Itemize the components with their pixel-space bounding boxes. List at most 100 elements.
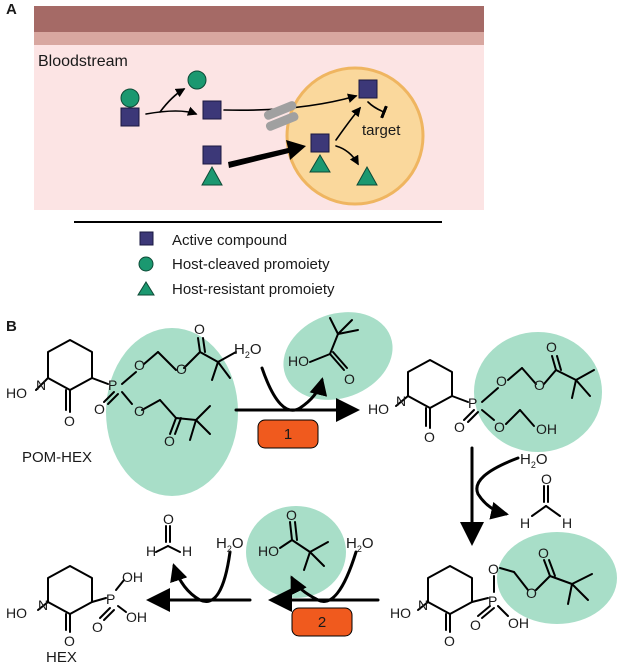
pom-hex-ho: HO: [6, 385, 27, 401]
intracellular-active-compound: [358, 79, 378, 99]
mono-pom-o: O: [444, 633, 455, 649]
water-arrow-3: [170, 550, 232, 603]
free-active-compound: [202, 100, 222, 120]
thick-uptake-arrow: [228, 140, 306, 168]
formaldehyde-2: [155, 525, 181, 553]
bloodstream-label: Bloodstream: [38, 53, 128, 70]
hex-oh2: OH: [126, 609, 147, 625]
intermediate-o4: O: [546, 339, 557, 355]
formaldehyde-1-h2: H: [562, 515, 572, 531]
water-arrow-2: [475, 456, 520, 520]
legend-item-active: Active compound: [172, 232, 287, 249]
release-arrow: [159, 88, 186, 113]
host-cleaved-promoiety: [120, 88, 140, 108]
pivalic-acid-1: [309, 317, 359, 371]
enzyme-2-box: [291, 607, 353, 637]
pom-highlight-2: [474, 332, 602, 452]
mono-pom-o1: O: [488, 561, 499, 577]
pom-hex-o4: O: [194, 321, 205, 337]
pom-hex-n: N: [36, 377, 46, 393]
formaldehyde-2-h1: H: [146, 543, 156, 559]
pom-hex-o3: O: [176, 361, 187, 377]
cleavage-arrow: [145, 106, 198, 116]
panel-b-label: B: [6, 318, 17, 335]
intracellular-release-arrow: [335, 145, 359, 166]
step-2-water: H2O: [346, 535, 374, 554]
hex-molecule: [37, 565, 127, 633]
mono-pom-n: N: [418, 597, 428, 613]
compound-pom-hex: POM-HEX: [22, 449, 92, 466]
hex-n: N: [38, 597, 48, 613]
mono-pom-o4: O: [538, 545, 549, 561]
step-1-water: H2O: [234, 341, 262, 360]
pom-hex-po: O: [94, 401, 105, 417]
water-3: H2O: [216, 535, 244, 554]
intracellular-prodrug-triangle: [309, 154, 331, 173]
enzyme-2-label: 2: [318, 614, 326, 631]
intermediate-molecule: [395, 355, 595, 429]
pom-hex-p: P: [108, 377, 117, 393]
pivalic-1-ho: HO: [288, 353, 309, 369]
panel-a-label: A: [6, 1, 17, 18]
mono-pom-o3: O: [526, 585, 537, 601]
mono-pom-ho: HO: [390, 605, 411, 621]
hex-po: O: [92, 619, 103, 635]
intermediate-ho: HO: [368, 401, 389, 417]
inhibition-arrow: [367, 101, 388, 119]
intermediate-po: O: [454, 419, 465, 435]
mono-pom-oh: OH: [508, 615, 529, 631]
membrane-channel: [263, 101, 299, 131]
formaldehyde-1: [531, 485, 561, 517]
compound-hex: HEX: [46, 649, 77, 664]
target-label: target: [362, 122, 401, 139]
mono-pom-p: P: [488, 593, 497, 609]
pivalic-acid-2: [279, 521, 329, 571]
mono-pom-molecule: [417, 559, 593, 633]
pivalic-2-o: O: [286, 507, 297, 523]
pivalic-1-o: O: [344, 371, 355, 387]
legend-item-cleaved: Host-cleaved promoiety: [172, 256, 330, 273]
membrane-inner: [34, 32, 484, 45]
intracellular-cleavage-arrow: [335, 106, 362, 141]
formaldehyde-1-o: O: [541, 471, 552, 487]
legend-circle-icon: [138, 256, 154, 272]
released-resistant-promoiety: [356, 165, 378, 186]
active-compound: [120, 107, 140, 127]
intermediate-o3: O: [534, 377, 545, 393]
mono-pom-po: O: [470, 617, 481, 633]
enzyme-1-box: [257, 419, 319, 449]
hex-oh1: OH: [122, 569, 143, 585]
intermediate-o: O: [424, 429, 435, 445]
hex-p: P: [106, 591, 115, 607]
hex-o: O: [64, 633, 75, 649]
formaldehyde-2-o: O: [163, 511, 174, 527]
legend-square-icon: [139, 231, 154, 246]
intermediate-p: P: [468, 395, 477, 411]
enzyme-1-label: 1: [284, 426, 292, 443]
pom-hex-o5: O: [164, 433, 175, 449]
step-2-water-arrow: [290, 550, 358, 603]
formaldehyde-2-h2: H: [182, 543, 192, 559]
intermediate-o1: O: [496, 373, 507, 389]
legend-item-resistant: Host-resistant promoiety: [172, 281, 335, 298]
water-2: H2O: [520, 451, 548, 470]
active-compound-2: [202, 145, 222, 165]
intermediate-n: N: [396, 393, 406, 409]
legend-triangle-icon: [137, 281, 155, 296]
formaldehyde-1-h1: H: [520, 515, 530, 531]
intermediate-oh: OH: [536, 421, 557, 437]
pom-hex-o1: O: [134, 357, 145, 373]
hex-ho: HO: [6, 605, 27, 621]
intermediate-o2: O: [494, 419, 505, 435]
pom-hex-molecule: [35, 337, 237, 441]
pivalic-highlight-2: [246, 506, 346, 598]
host-resistant-promoiety: [201, 165, 223, 186]
host-cell: [285, 66, 425, 206]
intracellular-prodrug-square: [310, 133, 330, 153]
step-1-water-arrow: [260, 366, 328, 412]
released-promoiety: [187, 70, 207, 90]
pom-hex-o2: O: [134, 403, 145, 419]
membrane-top: [34, 6, 484, 32]
pivalic-2-ho: HO: [258, 543, 279, 559]
